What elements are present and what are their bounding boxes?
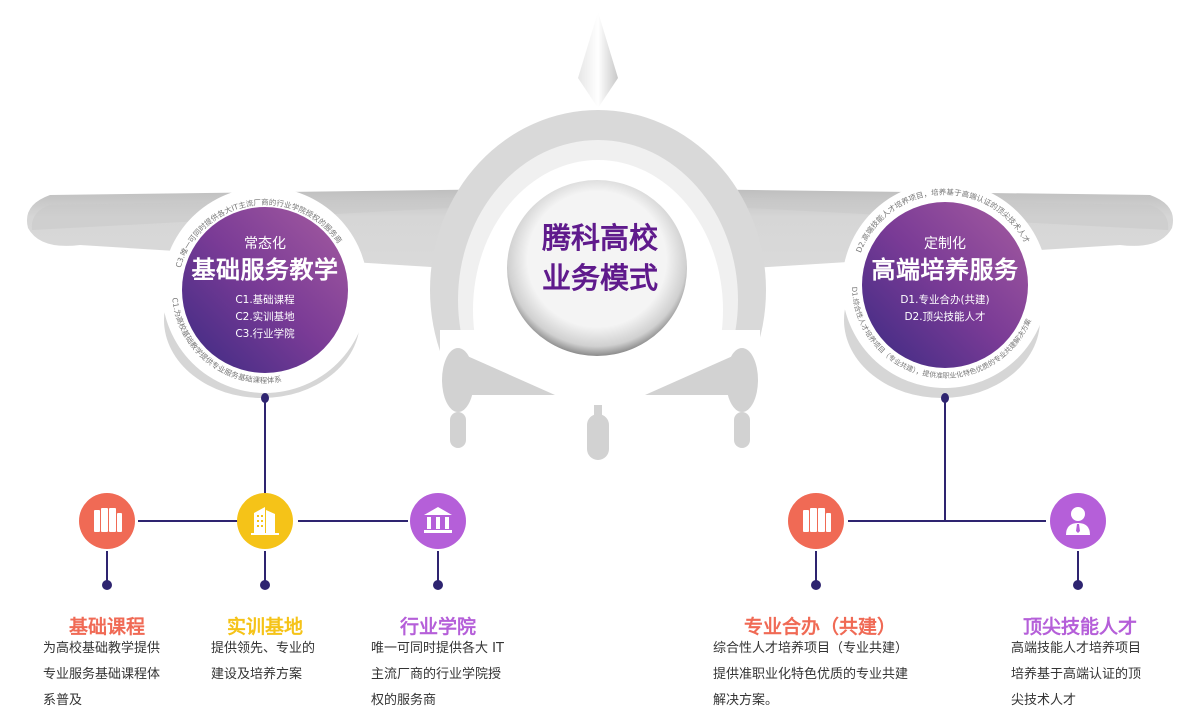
- right-disc: [862, 202, 1028, 368]
- right-engine: [726, 348, 758, 412]
- desc-line: 主流厂商的行业学院授: [371, 667, 502, 682]
- desc-line: 提供领先、专业的: [211, 641, 316, 656]
- desc-line: 综合性人才培养项目（专业共建）: [713, 641, 909, 656]
- left-disc: [182, 207, 348, 373]
- item-desc-basic-course: 为高校基础教学提供 专业服务基础课程体 系普及: [43, 636, 183, 714]
- desc-line: 为高校基础教学提供: [43, 641, 161, 656]
- books-icon[interactable]: [788, 493, 844, 549]
- connector-dots: [102, 393, 1083, 590]
- left-disc-item[interactable]: C1.基础课程: [235, 294, 295, 306]
- right-disc-subtitle: 定制化: [924, 236, 966, 252]
- center-disc: [507, 180, 687, 356]
- right-engine-cone: [645, 355, 735, 395]
- item-desc-training-base: 提供领先、专业的 建设及培养方案: [211, 636, 341, 688]
- nose-gear: [587, 414, 609, 460]
- desc-line: 尖技术人才: [1011, 693, 1077, 708]
- right-landing-gear: [734, 412, 750, 448]
- left-landing-gear: [450, 412, 466, 448]
- plane-tail-fin: [578, 12, 618, 108]
- center-title-line1: 腾科高校: [541, 221, 658, 255]
- books-icon[interactable]: [79, 493, 135, 549]
- desc-line: 建设及培养方案: [211, 667, 303, 682]
- desc-line: 培养基于高端认证的顶: [1011, 667, 1142, 682]
- item-title-basic-course: 基础课程: [68, 616, 145, 638]
- item-desc-top-talent: 高端技能人才培养项目 培养基于高端认证的顶 尖技术人才: [1011, 636, 1161, 714]
- item-title-top-talent: 顶尖技能人才: [1022, 616, 1137, 638]
- desc-line: 解决方案。: [713, 693, 779, 708]
- right-disc-title: 高端培养服务: [871, 256, 1019, 284]
- left-disc-subtitle: 常态化: [244, 236, 286, 252]
- right-disc-item[interactable]: D2.顶尖技能人才: [904, 311, 986, 323]
- building-icon[interactable]: [237, 493, 293, 549]
- desc-line: 权的服务商: [371, 693, 437, 708]
- person-tie-icon[interactable]: [1050, 493, 1106, 549]
- desc-line: 系普及: [43, 693, 83, 708]
- connector-lines: [106, 398, 1079, 583]
- left-disc-item[interactable]: C3.行业学院: [235, 328, 295, 340]
- desc-line: 唯一可同时提供各大 IT: [371, 641, 504, 656]
- nose-gear-strut: [594, 405, 602, 417]
- desc-line: 高端技能人才培养项目: [1011, 641, 1142, 656]
- item-desc-joint-major: 综合性人才培养项目（专业共建） 提供准职业化特色优质的专业共建 解决方案。: [713, 636, 933, 714]
- left-disc-title: 基础服务教学: [191, 256, 339, 284]
- item-title-industry-college: 行业学院: [399, 616, 476, 638]
- institution-icon[interactable]: [410, 493, 466, 549]
- right-disc-content: 定制化 高端培养服务 D1.专业合办(共建) D2.顶尖技能人才: [862, 234, 1028, 326]
- center-title: 腾科高校 业务模式: [510, 218, 690, 298]
- desc-line: 专业服务基础课程体: [43, 667, 161, 682]
- left-disc-item[interactable]: C2.实训基地: [235, 311, 295, 323]
- item-title-training-base: 实训基地: [226, 616, 303, 638]
- center-title-line2: 业务模式: [541, 261, 658, 295]
- item-title-joint-major: 专业合办（共建）: [743, 616, 896, 638]
- desc-line: 提供准职业化特色优质的专业共建: [713, 667, 909, 682]
- right-disc-item[interactable]: D1.专业合办(共建): [900, 294, 990, 306]
- left-engine: [442, 348, 474, 412]
- item-desc-industry-college: 唯一可同时提供各大 IT 主流厂商的行业学院授 权的服务商: [371, 636, 521, 714]
- left-engine-cone: [465, 355, 555, 395]
- left-disc-content: 常态化 基础服务教学 C1.基础课程 C2.实训基地 C3.行业学院: [182, 234, 348, 343]
